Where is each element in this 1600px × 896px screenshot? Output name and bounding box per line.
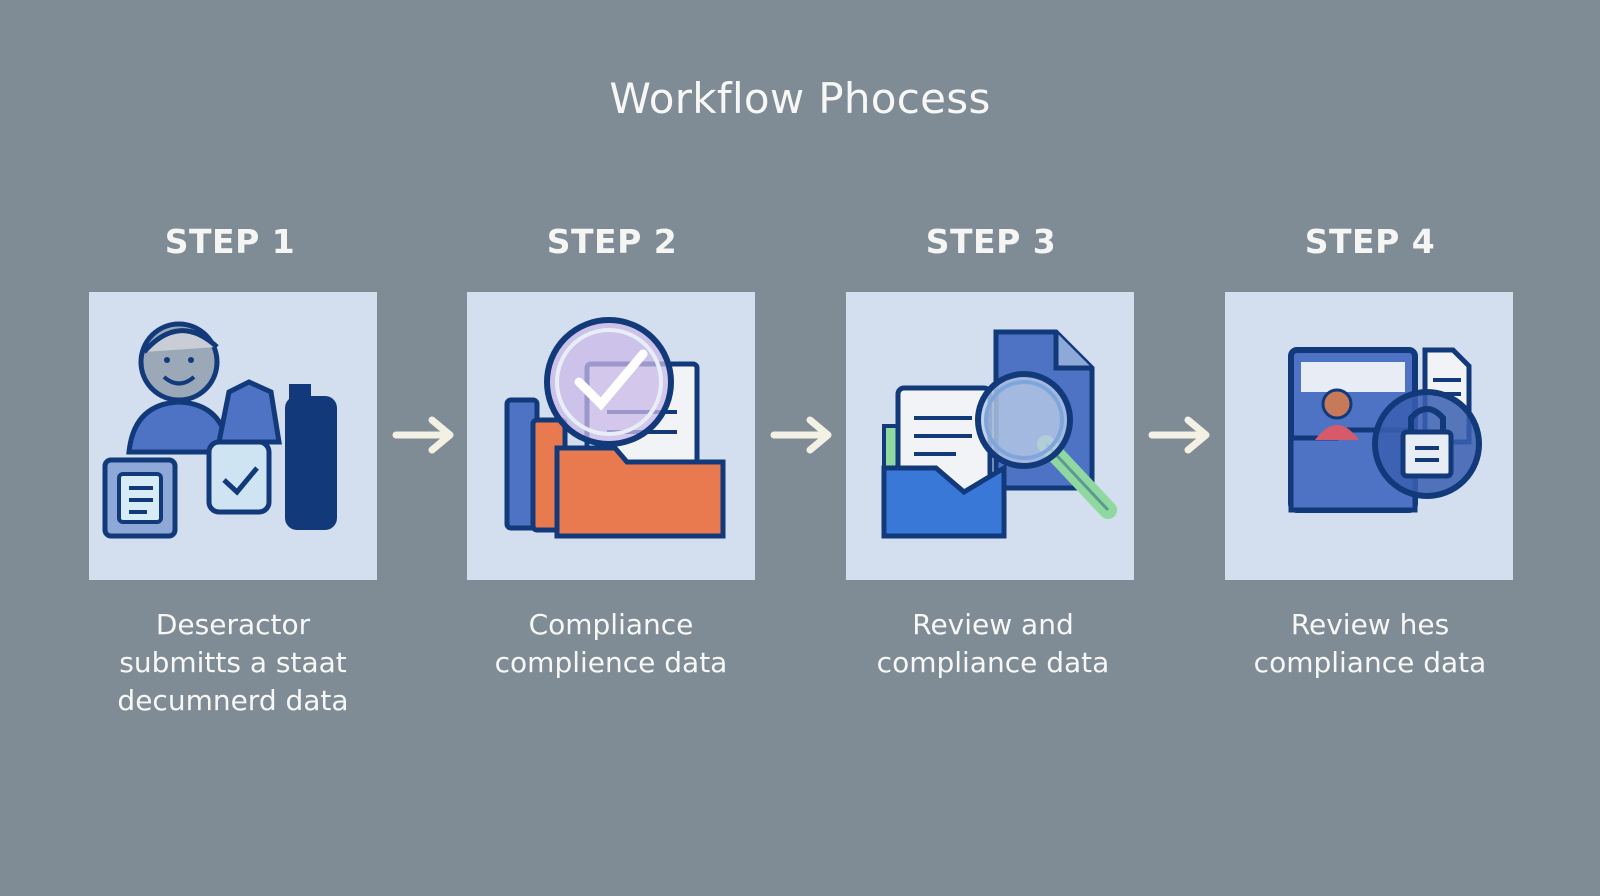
secure-profile-icon [1288, 347, 1482, 513]
folder-check-icon [504, 317, 726, 539]
step-2-description-line-2: complience data [494, 646, 728, 679]
step-1-card [89, 292, 377, 580]
step-2-label: STEP 2 [546, 222, 678, 261]
step-1-description-line-2: submitts a staat [119, 646, 347, 679]
step-3-card [846, 292, 1134, 580]
arrow-right-icon [770, 416, 832, 454]
step-2-description: Compliance complience data [451, 606, 771, 682]
step-2-card [467, 292, 755, 580]
step-4-card [1225, 292, 1513, 580]
step-1-description: Deseractor submitts a staat decumnerd da… [73, 606, 393, 720]
step-2-description-line-1: Compliance [528, 608, 694, 641]
page-title: Workflow Phocess [609, 74, 991, 123]
step-1-label: STEP 1 [164, 222, 296, 261]
step-3-label: STEP 3 [925, 222, 1057, 261]
step-4-description-line-2: compliance data [1253, 646, 1487, 679]
step-4-label: STEP 4 [1304, 222, 1436, 261]
step-3-description: Review and compliance data [833, 606, 1153, 682]
document-magnifier-icon [881, 329, 1117, 539]
user-documents-icon [102, 321, 337, 539]
step-4-description: Review hes compliance data [1210, 606, 1530, 682]
step-3-description-line-2: compliance data [876, 646, 1110, 679]
arrow-right-icon [392, 416, 454, 454]
step-4-description-line-1: Review hes [1290, 608, 1450, 641]
arrow-right-icon [1148, 416, 1210, 454]
step-3-description-line-1: Review and [912, 608, 1074, 641]
step-1-description-line-3: decumnerd data [117, 684, 349, 717]
step-1-description-line-1: Deseractor [155, 608, 311, 641]
